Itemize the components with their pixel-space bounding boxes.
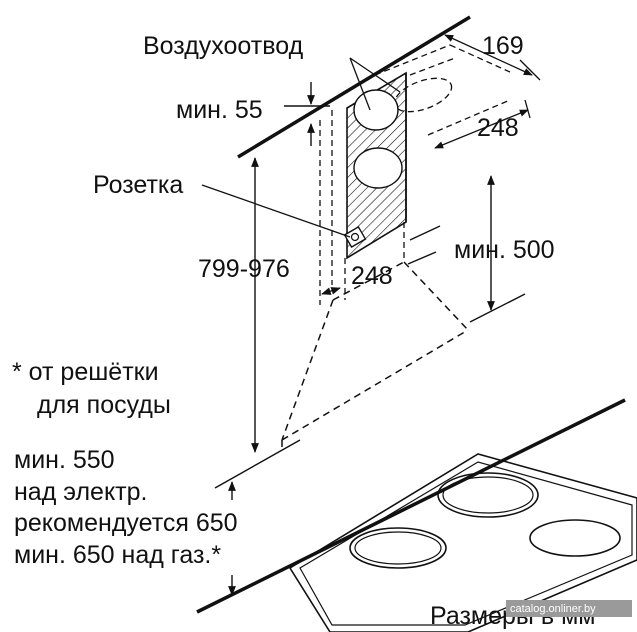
dim-min-500-label: мин. 500	[454, 236, 555, 264]
dim-169	[444, 34, 541, 81]
worktop-line	[196, 398, 626, 614]
hob-burner-3	[529, 519, 621, 557]
dim-248-top	[434, 99, 531, 149]
dim-248-bottom	[321, 251, 437, 295]
note-line-2: для посуды	[37, 391, 171, 419]
hob-burner-2	[349, 527, 447, 569]
dim-min-500	[409, 175, 526, 323]
note-line-1: * от решётки	[12, 358, 159, 386]
watermark: catalog.onliner.by	[510, 603, 596, 615]
duct-leaders	[349, 57, 401, 111]
req-line-3: рекомендуется 650	[14, 509, 238, 537]
watermark-bg	[506, 600, 632, 617]
dim-min-55	[284, 82, 330, 146]
hood-outline	[281, 261, 469, 450]
dim-248-top-label: 248	[477, 114, 519, 142]
socket-icon	[343, 225, 367, 249]
hood-bottom-line	[214, 439, 301, 489]
duct-circle	[353, 89, 399, 131]
dim-799-976-label: 799-976	[198, 255, 290, 283]
req-line-4: мин. 650 над газ.*	[14, 541, 221, 569]
socket-leader	[201, 184, 351, 238]
dim-248-bottom-label: 248	[351, 262, 393, 290]
dim-169-label: 169	[482, 32, 524, 60]
dim-min-55-label: мин. 55	[176, 96, 263, 124]
socket-label: Розетка	[93, 171, 183, 199]
req-line-1: мин. 550	[14, 446, 115, 474]
hob	[288, 453, 637, 632]
duct-label: Воздухоотвод	[143, 32, 304, 60]
ceiling-line	[237, 15, 471, 159]
req-line-2: над электр.	[14, 478, 147, 506]
hob-burner-1	[437, 472, 539, 518]
